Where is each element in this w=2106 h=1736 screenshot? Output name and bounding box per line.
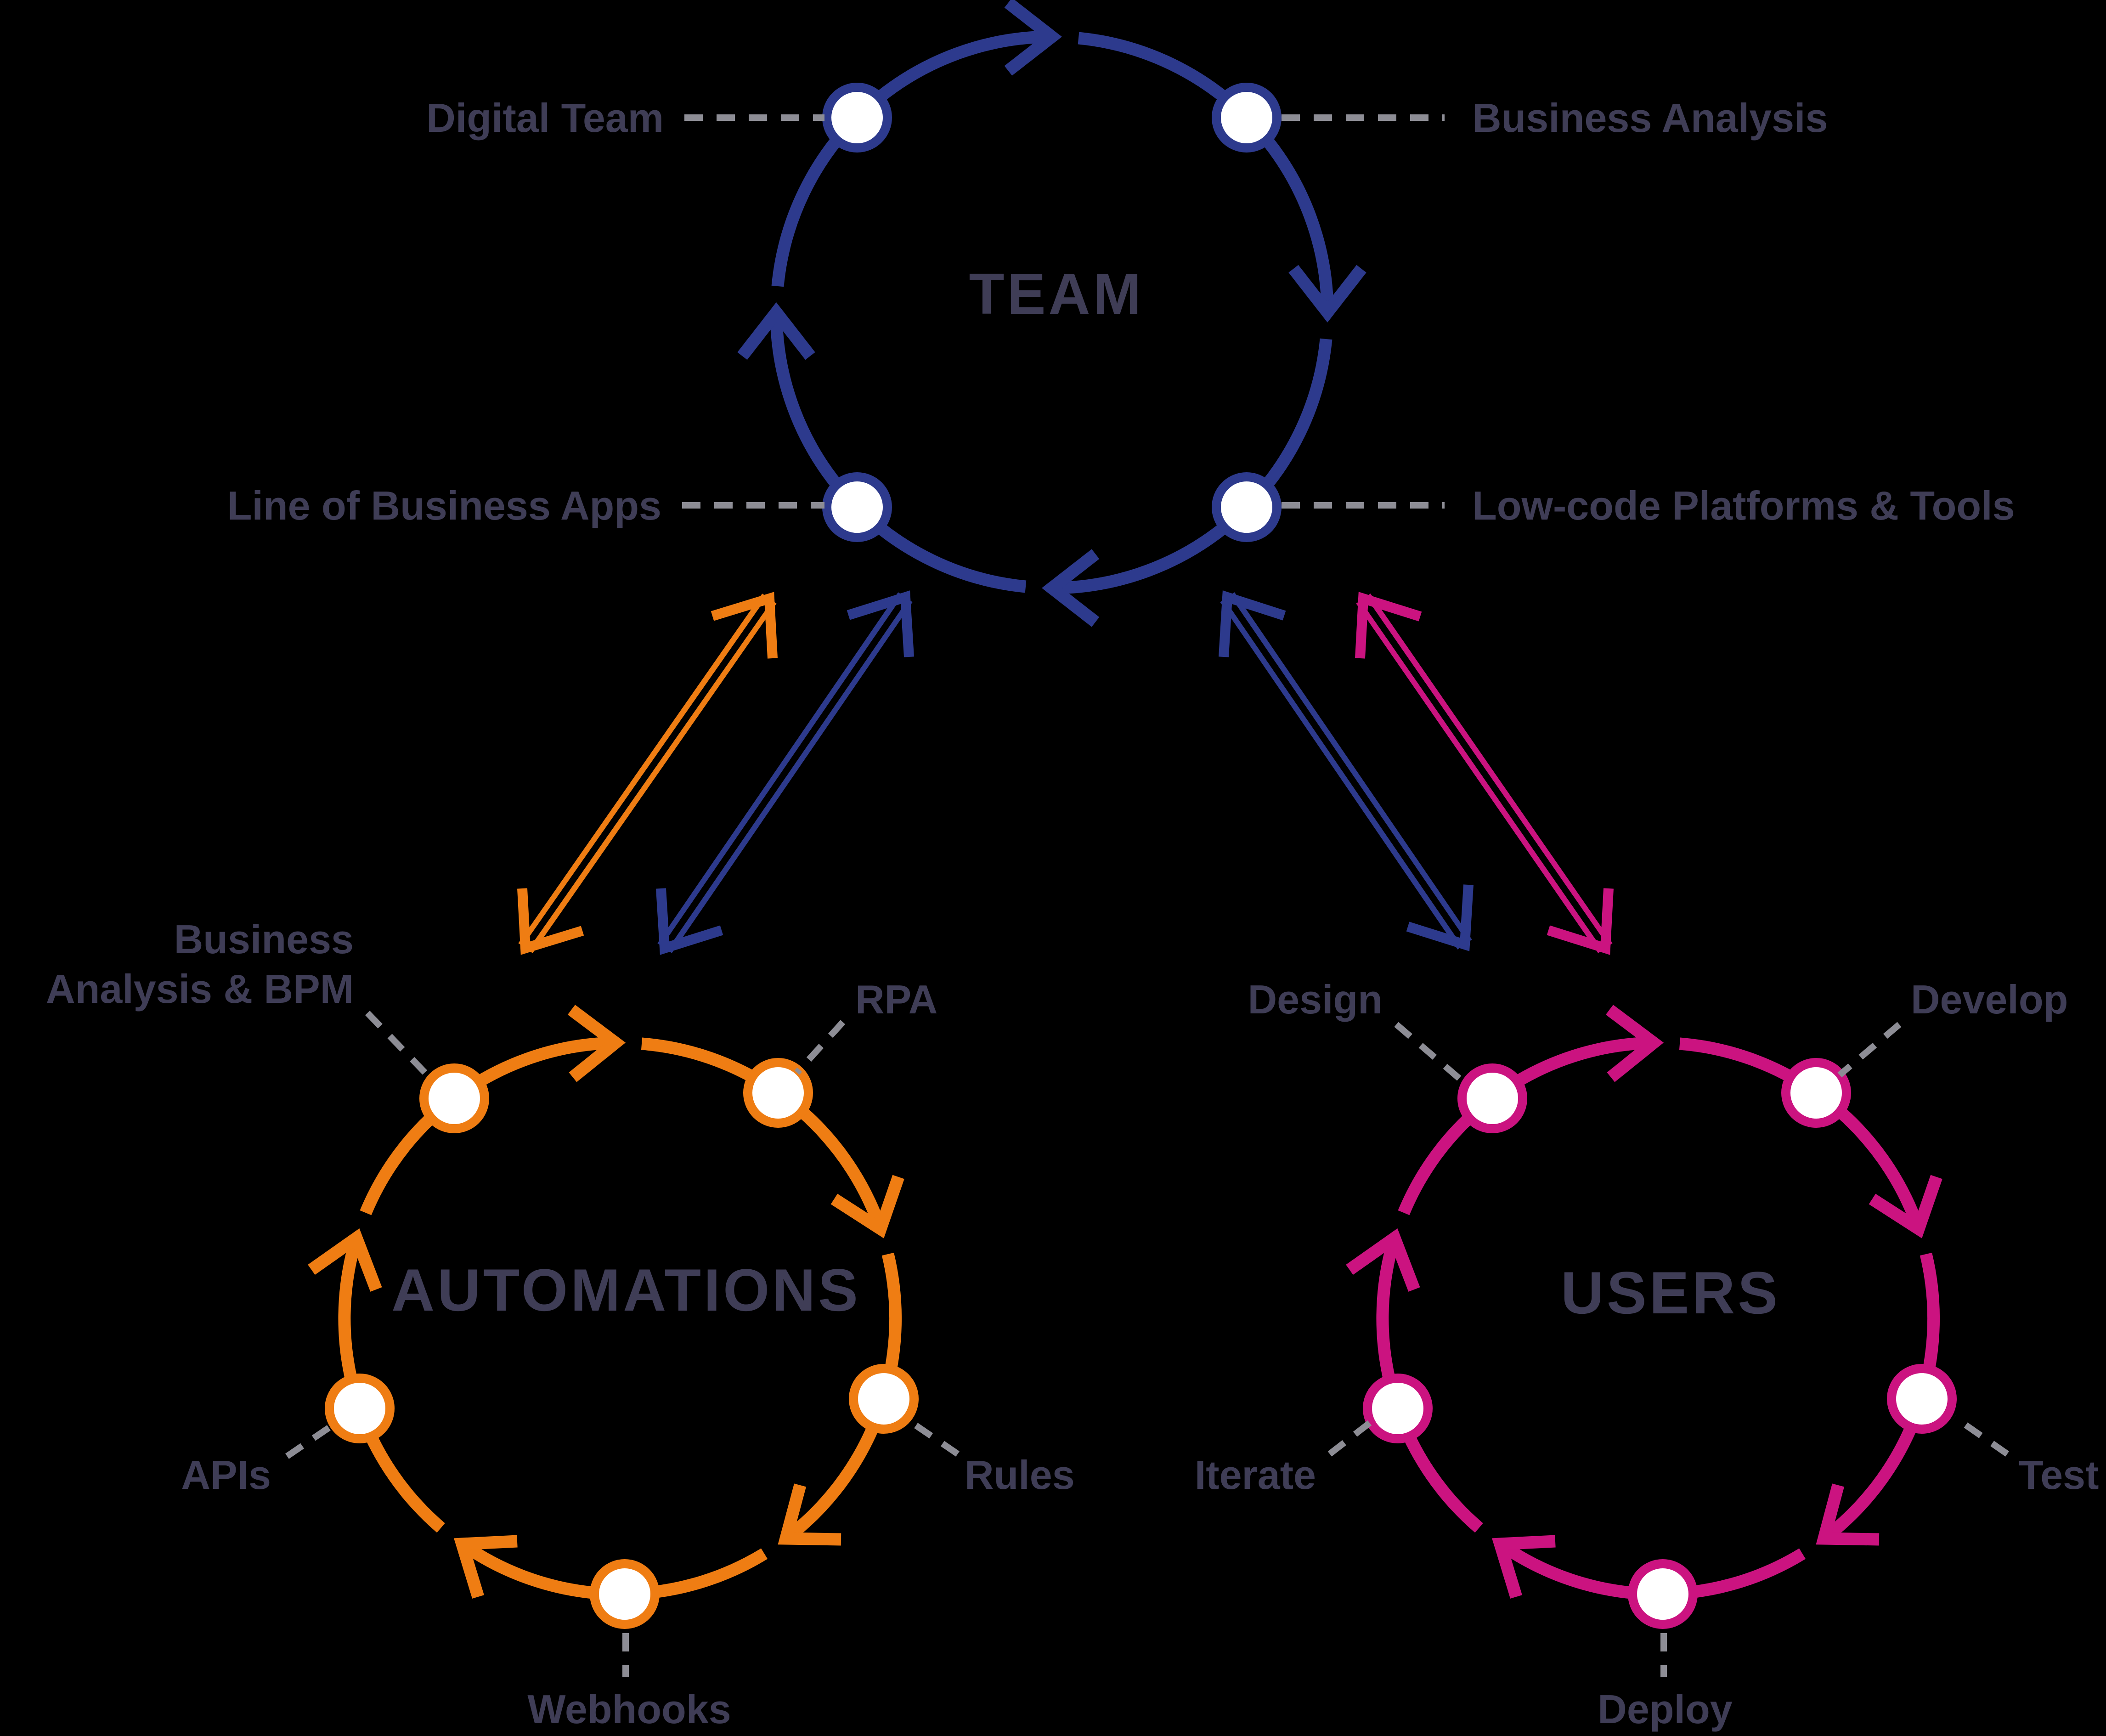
dashed-connector-develop: [1837, 1022, 1902, 1078]
label-rpa: RPA: [855, 977, 938, 1022]
users-arrowhead-top: [1605, 1005, 1664, 1082]
automations-arrowhead-bottom-right: [778, 1483, 841, 1546]
dashed-connector-apis: [285, 1419, 339, 1459]
users-label-connectors: [1327, 1022, 2009, 1677]
team-title: TEAM: [969, 261, 1144, 326]
team-arrowhead-right: [1288, 265, 1366, 322]
node-develop: [1781, 1058, 1851, 1128]
node-rules: [849, 1364, 919, 1434]
dashed-connector-design: [1394, 1022, 1463, 1082]
label-webhooks: Webhooks: [527, 1686, 731, 1732]
label-design: Design: [1248, 977, 1383, 1022]
arrow-shaft-core: [524, 599, 771, 948]
node-apis: [325, 1374, 395, 1443]
arrow-team-users-pink: [1355, 592, 1614, 955]
team-arc-segment: [770, 312, 1027, 593]
arrow-shaft-core: [1362, 599, 1607, 948]
team-label-connectors: [682, 114, 1445, 509]
label-low-code-platforms-tools: Low-code Platforms & Tools: [1472, 483, 2015, 528]
arrowhead-up: [711, 592, 778, 659]
users-arrowhead-left: [1346, 1228, 1420, 1292]
label-iterate: Iterate: [1194, 1452, 1316, 1498]
automations-arrowhead-right: [830, 1175, 904, 1238]
arrowhead-down: [517, 888, 584, 955]
arrow-shaft-core: [663, 598, 907, 948]
arrowhead-down: [1547, 888, 1614, 955]
arrowhead-up: [847, 590, 914, 657]
label-test: Test: [2019, 1452, 2099, 1498]
dashed-connector-rpa: [794, 1020, 846, 1075]
automations-label-connectors: [285, 1011, 960, 1677]
node-rpa: [743, 1058, 813, 1128]
node-business-analysis: [1212, 83, 1282, 153]
label-develop: Develop: [1911, 977, 2068, 1022]
users-cycle: [1346, 1005, 1957, 1629]
label-line-of-business-apps: Line of Business Apps: [227, 483, 661, 528]
arrowhead-down: [656, 888, 723, 955]
arrowhead-up: [1355, 592, 1422, 659]
users-arrowhead-right: [1869, 1175, 1942, 1238]
automations-arrowhead-top: [567, 1005, 626, 1082]
label-business-analysis: Business Analysis: [1472, 95, 1828, 141]
node-test: [1887, 1364, 1957, 1434]
team-arrowhead-top: [1004, 0, 1062, 76]
arrow-team-automations-blue: [656, 590, 914, 955]
dashed-connector-business-analysis-bpm: [365, 1011, 432, 1080]
dashed-connector-iterate: [1327, 1419, 1373, 1457]
users-title: USERS: [1561, 1259, 1780, 1326]
team-arrowhead-bottom: [1042, 549, 1100, 627]
node-business-analysis-bpm: [419, 1063, 489, 1133]
automations-title: AUTOMATIONS: [391, 1256, 861, 1323]
team-arc-segment: [771, 30, 1052, 287]
arrow-team-automations-orange: [517, 592, 778, 955]
automations-arrowhead-bottom-left: [454, 1535, 518, 1599]
dashed-connector-rules: [905, 1417, 960, 1457]
node-line-of-business-apps: [822, 472, 892, 542]
arrowhead-up: [1219, 590, 1286, 657]
arrow-shaft-core: [1226, 598, 1466, 944]
label-business-analysis-bpm: Business Analysis & BPM: [46, 916, 354, 1012]
node-iterate: [1363, 1374, 1433, 1443]
automations-arrowhead-left: [308, 1228, 382, 1292]
label-digital-team: Digital Team: [426, 95, 664, 141]
team-arc-segment: [1051, 338, 1332, 594]
label-deploy: Deploy: [1598, 1686, 1733, 1732]
users-arrowhead-bottom-right: [1816, 1483, 1880, 1546]
team-cycle: [737, 0, 1366, 627]
arrowhead-down: [1406, 884, 1474, 951]
arrow-team-users-blue: [1219, 590, 1474, 951]
node-digital-team: [822, 83, 892, 153]
team-arrowhead-left: [737, 302, 815, 360]
node-webhooks: [590, 1559, 660, 1629]
node-low-code-platforms-tools: [1212, 472, 1282, 542]
label-rules: Rules: [965, 1452, 1075, 1498]
automations-cycle: [308, 1005, 919, 1629]
node-deploy: [1628, 1559, 1698, 1629]
dashed-connector-test: [1953, 1414, 2009, 1457]
label-apis: APIs: [181, 1452, 271, 1498]
users-arrowhead-bottom-left: [1492, 1535, 1556, 1599]
node-design: [1457, 1063, 1527, 1133]
